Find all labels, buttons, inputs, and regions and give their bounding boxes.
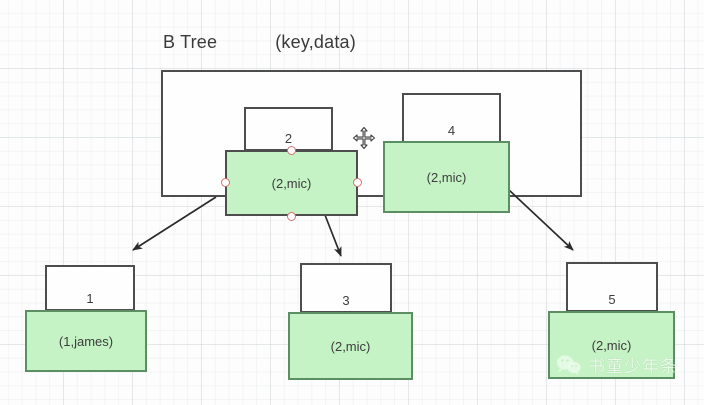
child-0-data-label: (1,james) xyxy=(58,333,114,349)
child-0-key-label: 1 xyxy=(86,291,94,306)
wechat-watermark: 书童少年条 xyxy=(556,352,678,377)
child-2-data-label: (2,mic) xyxy=(591,337,632,353)
child-1-key-label: 3 xyxy=(342,293,350,308)
root-entry-1-data-label: (2,mic) xyxy=(426,169,467,185)
child-1-key-box[interactable]: 3 xyxy=(300,263,392,313)
wechat-icon xyxy=(556,355,581,375)
root-entry-0-data-label: (2,mic) xyxy=(271,175,312,191)
move-cursor-icon xyxy=(352,126,376,150)
watermark-text: 书童少年条 xyxy=(588,357,678,377)
child-2-key-label: 5 xyxy=(608,292,616,307)
handle-bottom[interactable] xyxy=(287,212,296,221)
child-2-key-box[interactable]: 5 xyxy=(566,262,658,312)
edge-root-to-child-1 xyxy=(132,196,217,251)
root-entry-1-data-box[interactable]: (2,mic) xyxy=(383,141,510,213)
root-entry-0-key-label: 2 xyxy=(284,131,293,146)
child-0-key-box[interactable]: 1 xyxy=(45,265,135,311)
edge-root-to-child-5 xyxy=(508,189,574,251)
root-entry-1-key-box[interactable]: 4 xyxy=(402,93,501,143)
child-1-data-box[interactable]: (2,mic) xyxy=(288,312,413,380)
child-1-data-label: (2,mic) xyxy=(330,338,371,354)
title-main-text: B Tree xyxy=(163,32,218,52)
root-entry-1-key-label: 4 xyxy=(447,123,456,138)
root-entry-0-data-box[interactable]: (2,mic) xyxy=(225,150,358,216)
handle-right[interactable] xyxy=(353,178,362,187)
root-entry-0-key-box[interactable]: 2 xyxy=(244,107,333,151)
child-0-data-box[interactable]: (1,james) xyxy=(25,310,147,372)
title-subtitle-text: (key,data) xyxy=(275,32,356,52)
edge-root-to-child-3 xyxy=(324,214,342,257)
handle-left[interactable] xyxy=(221,178,230,187)
handle-top[interactable] xyxy=(287,146,296,155)
diagram-title: B Tree (key,data) xyxy=(163,32,356,53)
